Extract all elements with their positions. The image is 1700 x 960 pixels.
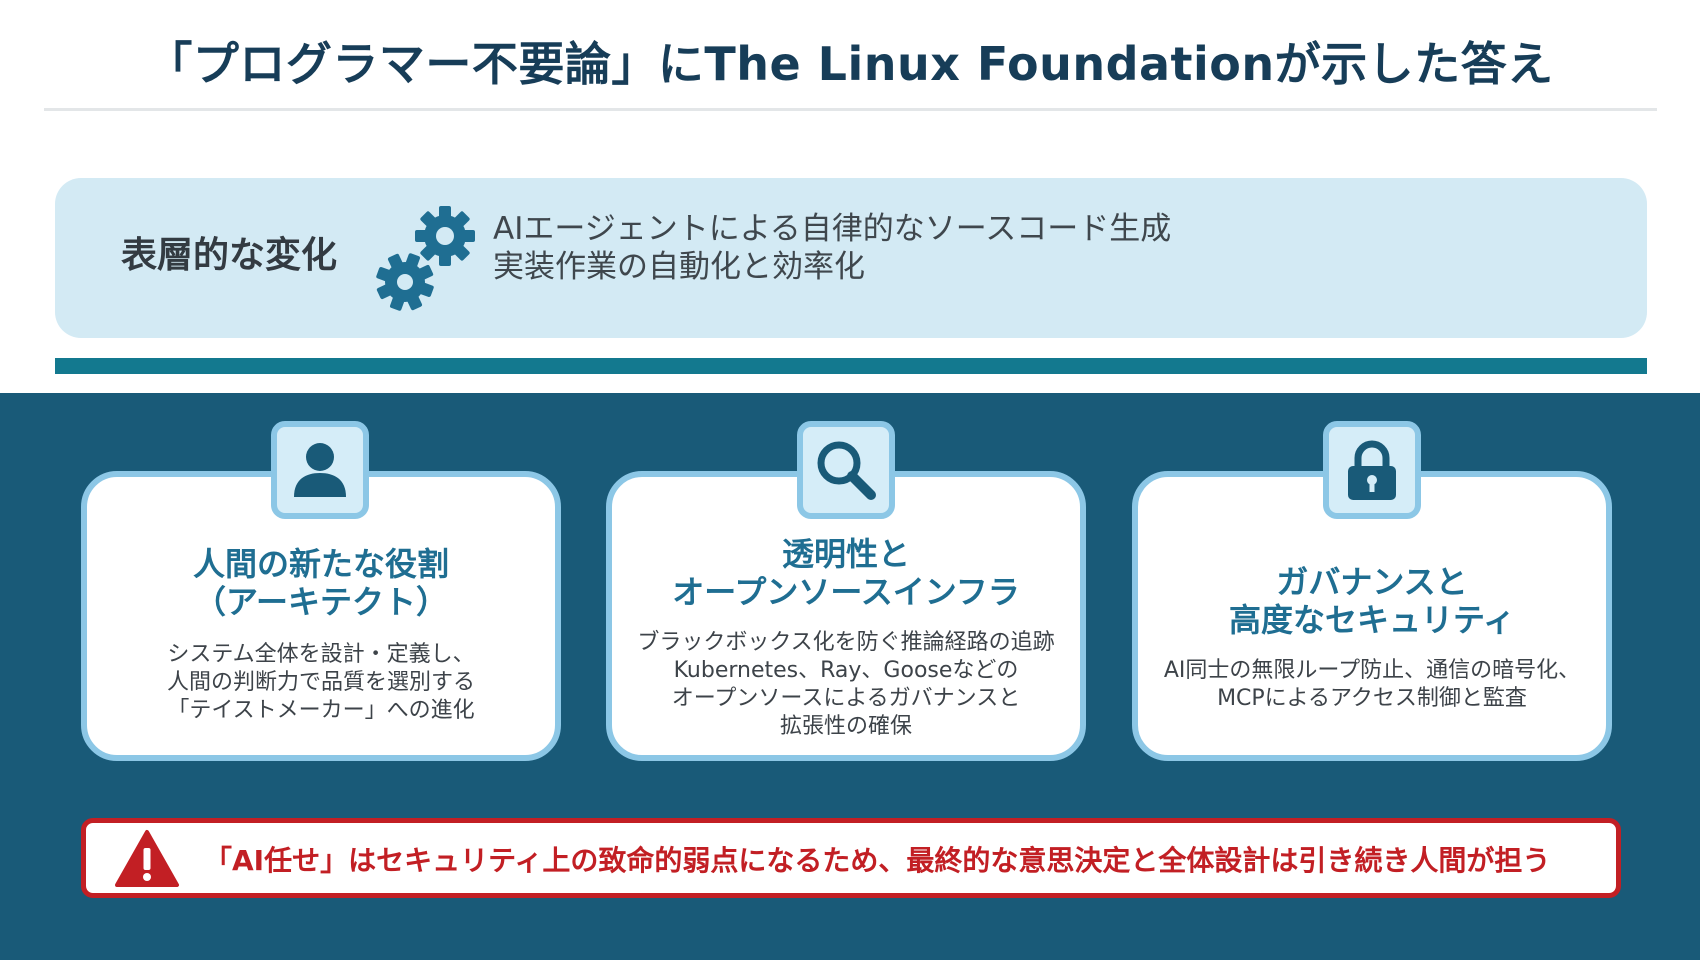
card-open-source [606, 471, 1086, 761]
person-icon [271, 421, 369, 519]
card-human-role-title: 人間の新たな役割 （アーキテクト） [192, 545, 449, 621]
section-divider-bar [55, 358, 1647, 374]
warning-text: 「AI任せ」はセキュリティ上の致命的弱点になるため、最終的な意思決定と全体設計は… [204, 844, 1551, 877]
gears-icon [376, 206, 475, 311]
surface-change-description: AIエージェントによる自律的なソースコード生成 実装作業の自動化と効率化 [493, 210, 1171, 286]
card-open-source-title: 透明性と オープンソースインフラ [672, 535, 1020, 611]
card-open-source-body: ブラックボックス化を防ぐ推論経路の追跡 Kubernetes、Ray、Goose… [637, 630, 1055, 739]
human-role-section: 人間の新たな役割 （アーキテクト） システム全体を設計・定義し、 人間の判断力で… [0, 393, 1700, 960]
title-divider [44, 108, 1657, 111]
surface-change-line: AIエージェントによる自律的なソースコード生成 [493, 211, 1172, 247]
lock-icon [1323, 421, 1421, 519]
surface-change-line: 実装作業の自動化と効率化 [493, 249, 865, 285]
page-title: 「プログラマー不要論」にThe Linux Foundationが示した答え [146, 37, 1554, 91]
card-governance-body: AI同士の無限ループ防止、通信の暗号化、 MCPによるアクセス制御と監査 [1163, 658, 1581, 711]
warning-banner: 「AI任せ」はセキュリティ上の致命的弱点になるため、最終的な意思決定と全体設計は… [81, 818, 1621, 898]
warning-icon [115, 830, 179, 887]
card-governance-title: ガバナンスと 高度なセキュリティ [1228, 563, 1516, 639]
search-icon [797, 421, 895, 519]
card-human-role-body: システム全体を設計・定義し、 人間の判断力で品質を選別する 「テイストメーカー」… [166, 642, 475, 723]
surface-change-heading: 表層的な変化 [121, 235, 338, 276]
surface-change-panel: 表層的な変化 [55, 178, 1647, 338]
